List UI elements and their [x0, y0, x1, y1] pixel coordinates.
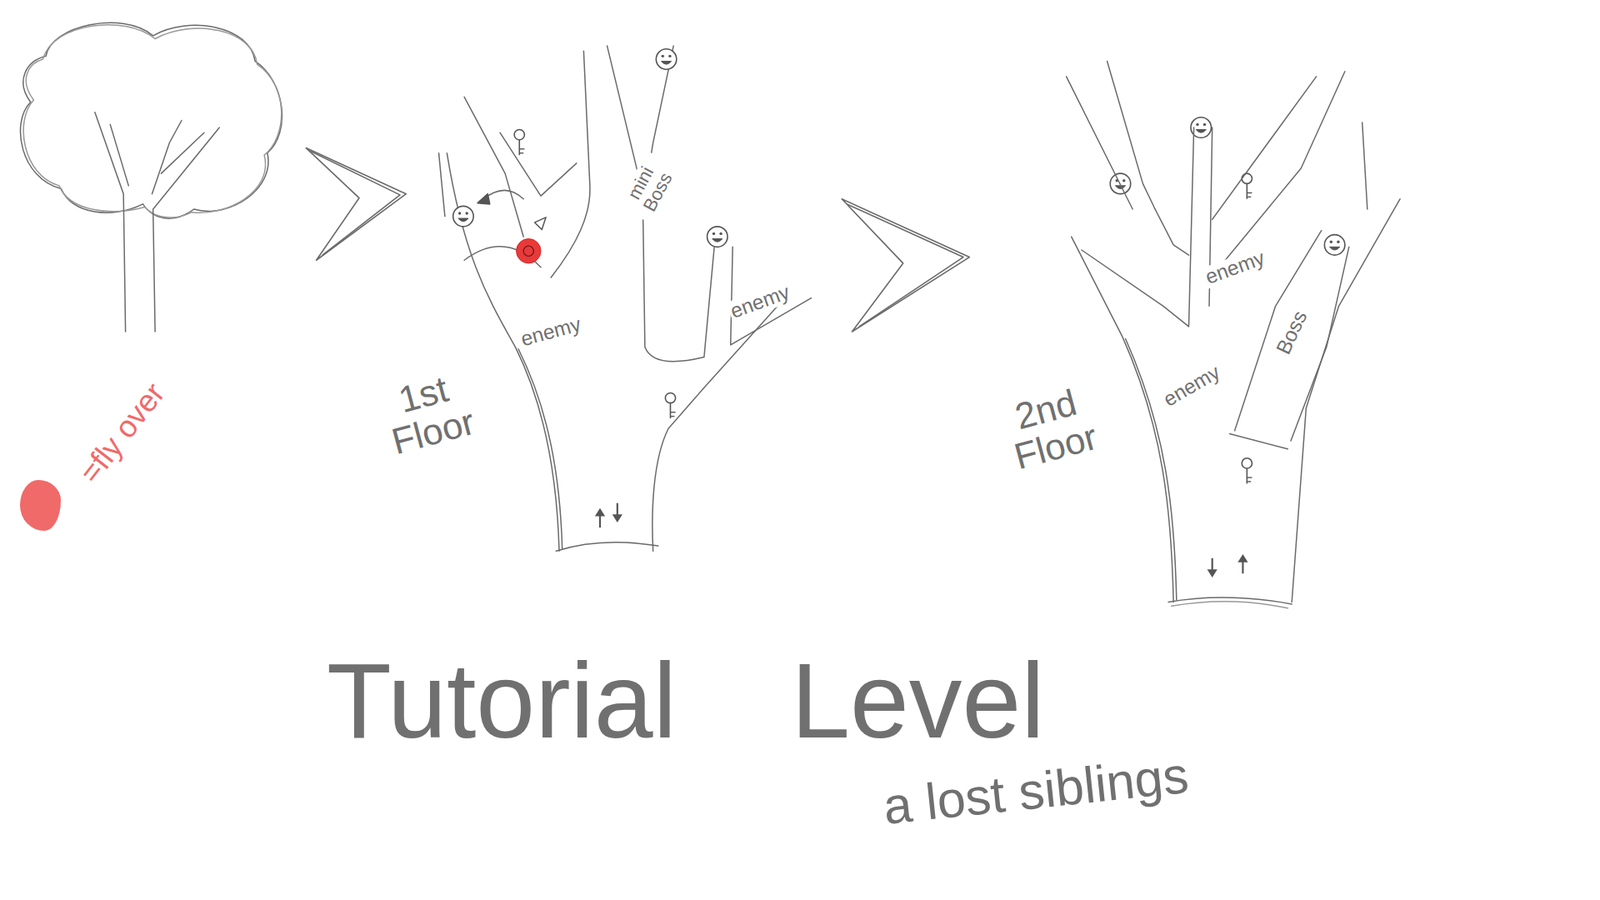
second-floor-tree	[1362, 122, 1368, 210]
tree-overview	[95, 112, 126, 332]
boss-label: Boss	[1271, 305, 1312, 360]
tree-overview	[23, 25, 282, 218]
next-arrow	[305, 148, 406, 261]
key-icon	[514, 130, 1252, 485]
second-floor-tree	[1155, 209, 1189, 255]
second-floor-tree	[1230, 433, 1289, 449]
first-floor-tree	[642, 204, 715, 362]
first-floor-tree	[439, 45, 812, 551]
second-floor-tree	[1290, 246, 1350, 441]
second-floor-tree	[1107, 60, 1156, 210]
stairs-arrows	[595, 508, 605, 528]
sibling-face	[655, 49, 676, 70]
first-floor-tree	[500, 132, 577, 196]
first-floor-tree	[439, 153, 445, 217]
second-floor-tree	[1212, 76, 1317, 220]
first-floor-tree	[555, 542, 658, 551]
fly-over-marker	[523, 245, 534, 256]
subtitle-caption: a lost siblings	[880, 748, 1191, 834]
second-floor-tree	[1081, 127, 1195, 327]
key-icon	[1241, 458, 1252, 485]
fly-over-marker	[516, 239, 541, 264]
floor-label: 1st Floor	[356, 359, 501, 467]
key-icon	[514, 130, 525, 156]
page-title: Tutorial Level	[326, 646, 1045, 759]
tree-overview	[160, 132, 204, 174]
next-arrow	[841, 199, 970, 332]
key-icon	[665, 392, 675, 419]
first-floor-tree	[483, 190, 524, 199]
sibling-face	[453, 205, 474, 226]
second-floor-tree	[1125, 339, 1177, 600]
second-floor-tree	[1168, 597, 1292, 605]
second-floor-tree	[1291, 199, 1400, 603]
second-floor-tree	[1171, 601, 1289, 609]
boss-label: mini Boss	[617, 151, 681, 225]
next-arrow	[305, 148, 970, 332]
legend-swatch	[20, 480, 61, 531]
tree-overview	[20, 22, 282, 332]
stairs-arrows	[1207, 558, 1218, 578]
tree-overview	[110, 124, 129, 185]
second-floor-tree	[1066, 60, 1400, 608]
fly-over-marker	[516, 239, 541, 264]
first-floor-tree	[446, 153, 560, 552]
first-floor-tree	[518, 349, 563, 550]
stairs-arrows	[595, 503, 1249, 578]
enemy-label: enemy	[516, 313, 585, 351]
sibling-face	[1324, 235, 1345, 255]
enemy-label: enemy	[725, 280, 795, 324]
legend-label: =fly over	[74, 377, 171, 490]
next-arrow	[846, 204, 964, 327]
first-floor-tree	[477, 194, 490, 205]
floor-label: 2nd Floor	[971, 372, 1130, 485]
first-floor-tree	[550, 50, 590, 278]
enemy-label: enemy	[1200, 245, 1270, 289]
tree-overview	[153, 127, 220, 332]
stairs-arrows	[1237, 554, 1248, 574]
tree-overview	[151, 120, 182, 194]
second-floor-tree	[1066, 76, 1134, 210]
next-arrow	[310, 150, 400, 255]
sibling-face	[707, 226, 728, 247]
first-floor-tree	[652, 305, 778, 551]
stairs-arrows	[612, 503, 623, 523]
second-floor-tree	[1219, 71, 1345, 268]
tree-overview	[20, 22, 282, 219]
enemy-label: enemy	[1158, 360, 1225, 411]
first-floor-tree	[535, 217, 546, 230]
